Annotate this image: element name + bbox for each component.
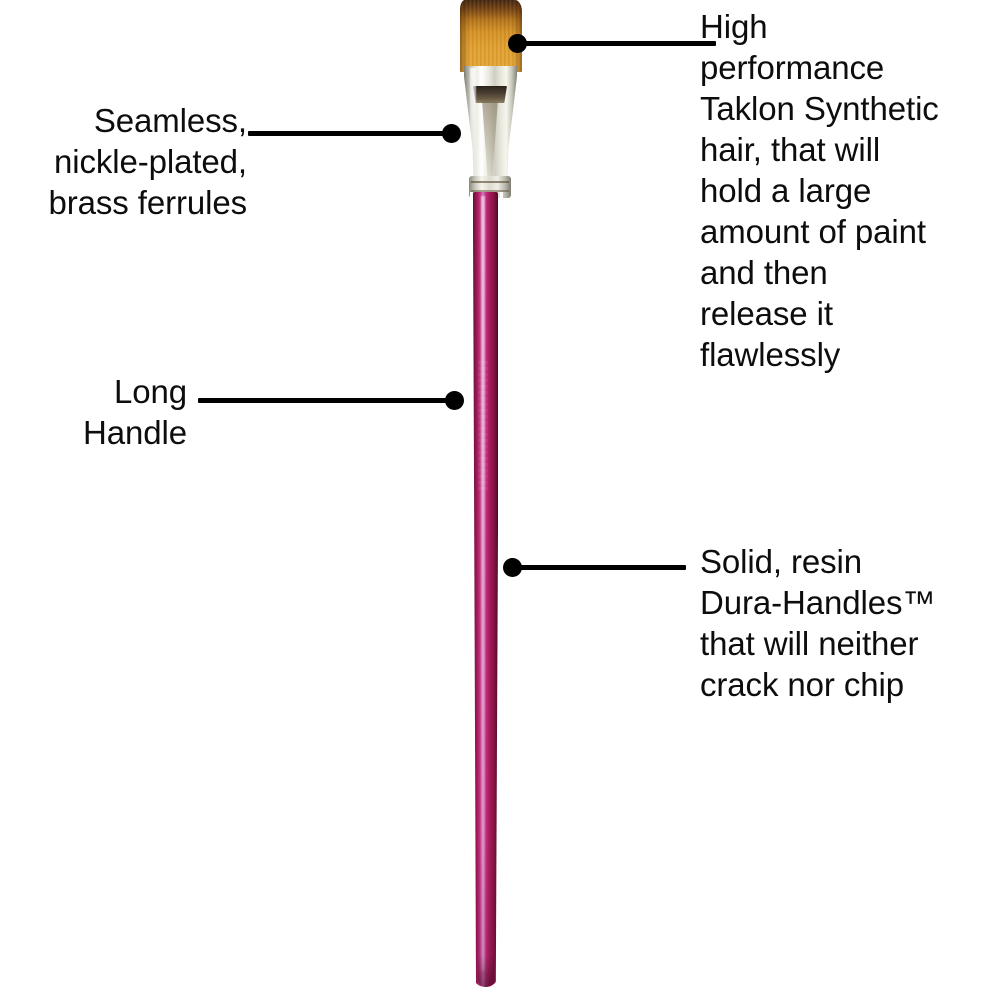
handle-gloss-highlight [481,196,485,971]
handle-left-taper-mask [470,192,476,987]
handle-resin-dura [473,192,498,987]
leader-line-hair [524,41,716,46]
leader-line-ferrule [248,131,448,136]
callout-text-taklon-hair: High performance Taklon Synthetic hair, … [700,8,939,373]
callout-text-ferrule: Seamless, nickle-plated, brass ferrules [48,102,247,221]
leader-dot-ferrule [442,124,461,143]
callout-text-long-handle: Long Handle [83,373,187,451]
leader-line-handle [198,398,451,403]
leader-dot-handle [445,391,464,410]
bristle-left-shading [460,0,469,72]
ferrule-slot [473,86,507,103]
handle-right-taper-mask [495,192,503,987]
paintbrush-illustration [440,0,560,1000]
ferrule-highlight [470,68,476,186]
leader-dot-dura [503,558,522,577]
handle-branding-print [478,360,488,490]
handle-shading [473,192,498,987]
callout-text-dura-handle: Solid, resin Dura-Handles™ that will nei… [700,543,936,703]
handle-tip-shading [478,955,494,987]
ferrule-crimp-groove-upper [471,181,509,183]
leader-line-dura [519,565,686,570]
leader-dot-hair [508,34,527,53]
ferrule-crimp-groove-lower [471,190,509,192]
